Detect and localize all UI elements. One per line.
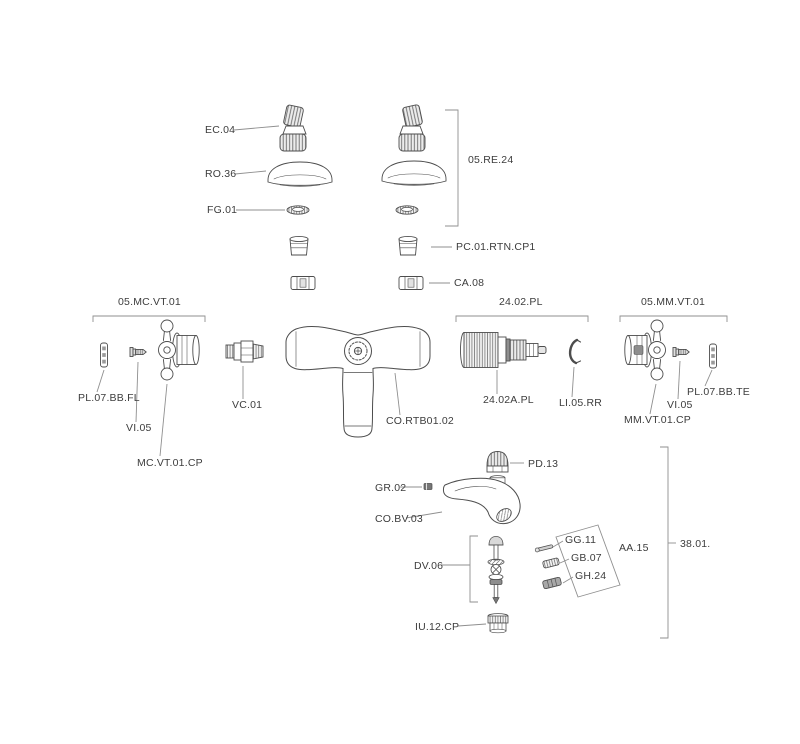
label-mcvt01cp: MC.VT.01.CP [137, 457, 203, 469]
leader-vi05-left [135, 361, 139, 423]
label-ca08: CA.08 [454, 277, 484, 289]
label-pl07bbte: PL.07.BB.TE [687, 386, 750, 398]
bracket-2402pl [455, 315, 589, 322]
label-dv06: DV.06 [414, 560, 443, 572]
part-friction-ring-left [286, 205, 310, 215]
part-valve-vc01 [225, 340, 264, 363]
part-pin-gg11 [534, 544, 554, 553]
leader-ro36 [234, 170, 267, 175]
leader-mmvt01cp [649, 383, 657, 415]
label-05re24: 05.RE.24 [468, 154, 513, 166]
part-wall-flange-left [100, 342, 108, 368]
label-vc01: VC.01 [232, 399, 262, 411]
part-adapter-left [290, 276, 316, 290]
label-aa15: AA.15 [619, 542, 649, 554]
part-cross-handle-left [158, 319, 200, 381]
label-2402apl: 24.02A.PL [483, 394, 534, 406]
part-lever-handle-right [398, 104, 426, 152]
leader-gg11 [552, 540, 564, 548]
label-li05rr: LI.05.RR [559, 397, 602, 409]
part-adapter-right [398, 276, 424, 290]
label-05mcvt01: 05.MC.VT.01 [118, 296, 181, 308]
label-ec04: EC.04 [205, 124, 235, 136]
part-sleeve-left [289, 235, 309, 256]
part-bush-gb07 [542, 557, 560, 569]
label-gh24: GH.24 [575, 570, 606, 582]
label-gg11: GG.11 [565, 534, 596, 546]
part-lever-handle-left [279, 104, 307, 152]
labels-layer: EC.04 RO.36 FG.01 05.RE.24 PC.01.RTN.CP1… [78, 124, 750, 633]
leader-li05rr [571, 366, 575, 398]
label-3801: 38.01. [680, 538, 710, 550]
label-cortb0102: CO.RTB01.02 [386, 415, 454, 427]
leader-cortb [394, 372, 401, 416]
label-cobv03: CO.BV.03 [375, 513, 423, 525]
leader-lines [92, 109, 728, 639]
part-friction-ring-right [395, 205, 419, 215]
label-iu12cp: IU.12.CP [415, 621, 459, 633]
part-body-cortb0102 [285, 326, 431, 438]
bracket-re0524 [445, 109, 459, 227]
leader-ec04 [233, 125, 280, 131]
part-screw-left [129, 347, 147, 357]
leader-vi05-right [677, 360, 681, 400]
label-pc01rtncp1: PC.01.RTN.CP1 [456, 241, 535, 253]
part-bush-gh24 [542, 576, 562, 590]
label-2402pl: 24.02.PL [499, 296, 543, 308]
leader-cobv03 [405, 511, 443, 519]
handle-index-mark [633, 345, 644, 355]
part-knob-pd13 [486, 451, 509, 473]
bracket-aa15-box [555, 524, 621, 598]
bracket-mcvt [92, 315, 206, 322]
label-fg01: FG.01 [207, 204, 237, 216]
leader-pl07te [704, 369, 713, 387]
bracket-mmvt [619, 315, 728, 322]
label-pl07bbfl: PL.07.BB.FL [78, 392, 140, 404]
label-gb07: GB.07 [571, 552, 602, 564]
parts-layer [100, 104, 717, 634]
bracket-3801 [660, 446, 669, 639]
label-gr02: GR.02 [375, 482, 406, 494]
label-mmvt01cp: MM.VT.01.CP [624, 414, 691, 426]
part-aerator-iu12cp [487, 613, 509, 634]
label-vi05-right: VI.05 [667, 399, 693, 411]
part-screw-right [672, 347, 690, 357]
part-clip-li05rr [568, 338, 582, 365]
part-cartridge-2402a [460, 332, 547, 368]
part-spout-cobv03 [442, 475, 521, 525]
label-pd13: PD.13 [528, 458, 558, 470]
label-05mmvt01: 05.MM.VT.01 [641, 296, 705, 308]
part-diverter-dv06 [487, 536, 505, 605]
part-wall-flange-right [709, 343, 717, 369]
bracket-dv06 [469, 535, 478, 603]
leader-iu12cp [457, 623, 487, 627]
part-escutcheon-left [267, 161, 333, 187]
part-clip-gr02 [423, 483, 433, 490]
label-vi05-left: VI.05 [126, 422, 152, 434]
leader-mcvt01cp [159, 383, 168, 457]
leader-pl07fl [96, 369, 105, 393]
label-ro36: RO.36 [205, 168, 236, 180]
part-sleeve-right [398, 235, 418, 256]
part-cross-handle-right [624, 319, 666, 381]
part-escutcheon-right [381, 160, 447, 186]
